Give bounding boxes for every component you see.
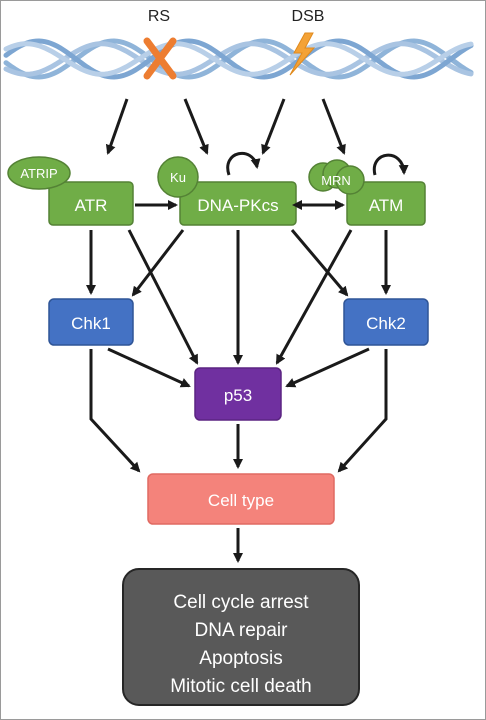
celltype-label: Cell type (208, 491, 274, 510)
dna-strand-b (3, 41, 474, 77)
outcome-cell-cycle-arrest: Cell cycle arrest (173, 592, 309, 613)
atr-label: ATR (75, 196, 108, 215)
dna-helix (3, 38, 474, 80)
dna-strand-d (3, 41, 474, 77)
chk2-box (343, 298, 429, 346)
atrip-label: ATRIP (20, 166, 57, 181)
arrows-downstream (86, 229, 391, 365)
arrows-to-p53-and-celltype (89, 347, 388, 563)
p53-label: p53 (224, 386, 252, 405)
p53-box (194, 367, 282, 421)
dsb-label: DSB (292, 8, 325, 25)
outcome-apoptosis: Apoptosis (199, 648, 282, 669)
outcomes-box (122, 568, 360, 706)
atm-autophosphorylation-arrow (372, 153, 409, 176)
ku-label: Ku (170, 170, 186, 185)
atrip-ellipse (7, 156, 71, 190)
atm-label: ATM (369, 196, 404, 215)
mrn-label: MRN (321, 173, 351, 188)
arrows-damage (105, 98, 346, 155)
lightning-icon (289, 32, 316, 76)
rs-label: RS (148, 8, 170, 25)
chk1-box (48, 298, 134, 346)
outcome-mitotic-cell-death: Mitotic cell death (170, 676, 312, 697)
chk2-label: Chk2 (366, 314, 406, 333)
atm-box (346, 181, 426, 226)
chk1-label: Chk1 (71, 314, 111, 333)
celltype-box (147, 473, 335, 525)
cross-icon (143, 37, 177, 80)
dnapkcs-label: DNA-PKcs (197, 196, 278, 215)
atr-box (48, 181, 134, 226)
mrn-complex (308, 159, 365, 195)
ku-circle (157, 156, 199, 198)
outcome-dna-repair: DNA repair (195, 620, 289, 641)
dnapkcs-autophosphorylation-arrow (226, 151, 261, 176)
